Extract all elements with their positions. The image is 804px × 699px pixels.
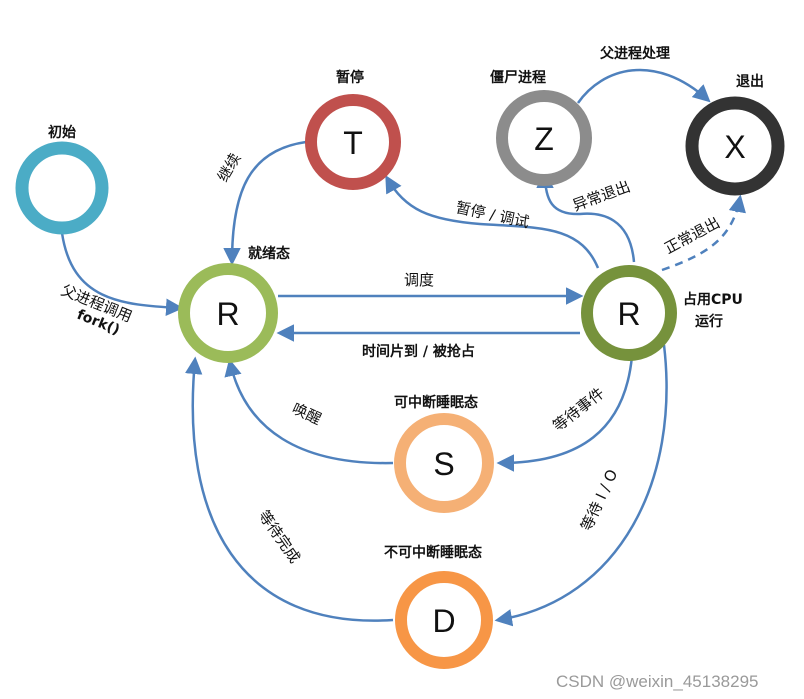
state-running: R 占用CPU 运行: [581, 265, 743, 361]
sleep-ring: [394, 413, 494, 513]
continue-label: 继续: [214, 150, 245, 185]
sleep-letter: S: [433, 446, 454, 482]
disk-sleep-label: 不可中断睡眠态: [384, 544, 482, 561]
init-label: 初始: [48, 124, 76, 141]
schedule-label: 调度: [404, 271, 434, 289]
preempt-label: 时间片到 / 被抢占: [362, 343, 475, 360]
edge-wait-event: [496, 355, 634, 472]
stopped-label: 暂停: [336, 69, 364, 86]
edge-stop-debug: [385, 174, 600, 269]
state-stopped: T 暂停: [305, 69, 401, 190]
edge-continue: [223, 140, 307, 266]
watermark: CSDN @weixin_45138295: [556, 672, 758, 691]
disk-sleep-letter: D: [432, 603, 455, 639]
stopped-letter: T: [343, 125, 363, 161]
parent-handle-label: 父进程处理: [599, 45, 670, 62]
zombie-ring: [496, 90, 592, 186]
state-init: 初始: [15, 124, 109, 235]
ready-label: 就绪态: [248, 245, 290, 262]
running-ring: [581, 265, 677, 361]
state-sleep: S 可中断睡眠态: [394, 394, 494, 513]
ready-letter: R: [216, 296, 239, 332]
normal-exit-label: 正常退出: [661, 213, 722, 257]
state-exited: X 退出: [685, 73, 785, 196]
stop-debug-label: 暂停 / 调试: [454, 198, 531, 231]
disk-sleep-ring: [395, 571, 493, 669]
edge-wait-done: [184, 356, 394, 622]
exited-ring: [685, 96, 785, 196]
wait-io-label: 等待 I / O: [577, 467, 621, 534]
exited-label: 退出: [736, 73, 764, 90]
wait-done-label: 等待完成: [255, 507, 304, 566]
zombie-letter: Z: [534, 121, 554, 157]
stopped-ring: [305, 94, 401, 190]
state-zombie: Z 僵尸进程: [490, 69, 592, 186]
edge-parent-handle: [576, 68, 711, 104]
exited-letter: X: [724, 129, 745, 165]
running-label-line2: 运行: [695, 313, 723, 330]
state-disk-sleep: D 不可中断睡眠态: [384, 544, 493, 669]
edge-wakeup: [224, 358, 394, 465]
state-ready: R 就绪态: [178, 245, 290, 363]
wait-event-label: 等待事件: [549, 384, 607, 435]
ready-ring: [178, 263, 278, 363]
edge-wait-io: [494, 344, 668, 627]
running-label-line1: 占用CPU: [683, 291, 743, 308]
running-letter: R: [617, 296, 640, 332]
sleep-label: 可中断睡眠态: [394, 394, 478, 411]
zombie-label: 僵尸进程: [490, 69, 546, 86]
edge-fork: [60, 232, 184, 317]
abnormal-exit-label: 异常退出: [570, 177, 633, 214]
edge-normal-exit: [661, 194, 746, 272]
edge-abnormal-exit: [536, 170, 636, 263]
wakeup-label: 唤醒: [289, 399, 324, 428]
init-ring: [15, 141, 109, 235]
